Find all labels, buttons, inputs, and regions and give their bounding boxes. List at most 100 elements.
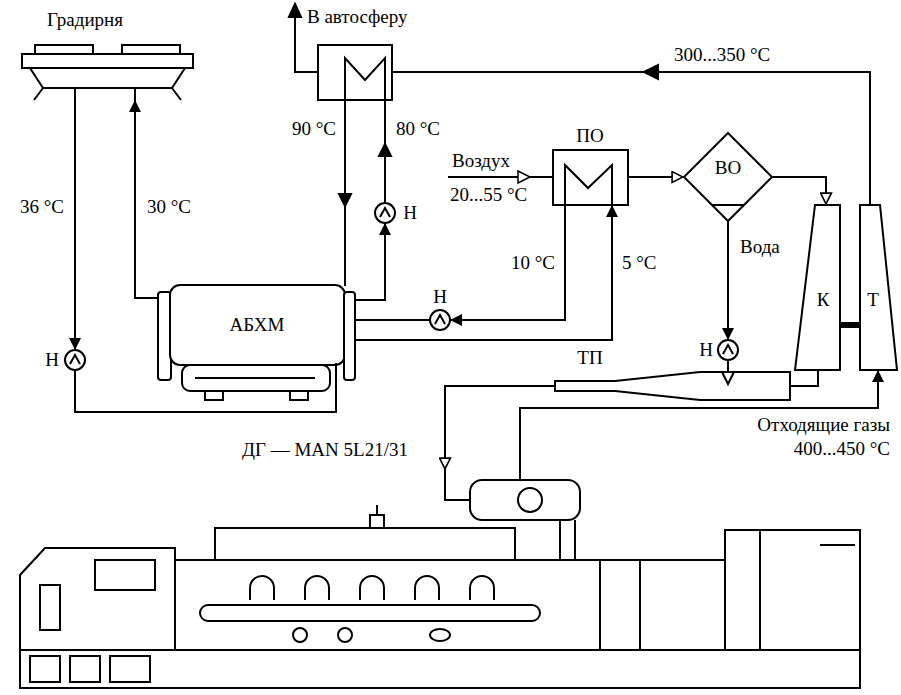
drum-line [195, 377, 315, 379]
flow-arrow [644, 65, 658, 79]
jet-mixer-drawing [555, 372, 790, 400]
pipe-connector [445, 386, 555, 470]
annotation-label: 10 °C [509, 252, 557, 274]
chiller-end-cap [344, 292, 355, 380]
chiller-shell [170, 285, 345, 365]
pipe-connector [790, 370, 818, 386]
pump-outline [65, 350, 85, 370]
mixer-body [555, 372, 790, 400]
flow-arrow [379, 144, 391, 156]
compressor-outline [795, 205, 840, 370]
pump-impeller [435, 315, 445, 324]
separator-diamond [684, 133, 772, 221]
absorption-chiller: АБХМ [158, 282, 355, 400]
turbine-exhaust-pipe [392, 72, 870, 205]
cylinder-arch [360, 576, 384, 600]
frame-detail [30, 656, 60, 682]
generator-detail [95, 560, 155, 590]
node-label: ДГ — MAN 5L21/31 [242, 439, 408, 461]
cooling-tower-outline [20, 45, 195, 100]
exhaust-pipe [519, 470, 521, 480]
cylinder-arch [415, 576, 439, 600]
chiller-drum [182, 365, 330, 391]
charge-air-pipe [200, 605, 540, 621]
node-label: Н [699, 339, 713, 361]
frame-detail [110, 656, 150, 682]
pump-drawing [718, 340, 738, 360]
flow-arrow-open [518, 171, 530, 183]
base-frame [20, 650, 860, 688]
pipe-connector [355, 223, 385, 300]
mixer-nozzle [722, 372, 734, 384]
turbine: Т [860, 205, 897, 370]
annotation-label: 400...450 °C [792, 438, 892, 460]
node-label: Н [433, 286, 447, 308]
turbo-pipes [560, 520, 575, 560]
engine-front-end [725, 530, 860, 650]
pipe-connector [355, 205, 612, 340]
node-label: К [817, 289, 830, 311]
engine-block [175, 560, 725, 650]
engine-knob-stem [376, 505, 378, 515]
pump-impeller [723, 345, 733, 354]
air-cooler-drawing [553, 150, 628, 205]
pipe-connector [840, 322, 860, 328]
pipe-connector [772, 177, 826, 205]
pump-symbol [65, 350, 85, 370]
engine-knob [370, 515, 384, 528]
pipe-connector [450, 205, 565, 320]
chiller-foot [205, 391, 223, 400]
pipework-layout [289, 4, 870, 282]
node-label: Градирня [47, 9, 123, 31]
pump: Н [65, 350, 85, 370]
diesel-generator: ДГ — MAN 5L21/31 [15, 470, 865, 690]
flow-arrow [289, 4, 301, 17]
pump-outline [375, 203, 395, 223]
front-end-detail [760, 530, 855, 650]
engine-port [338, 628, 352, 642]
turbine-drawing [860, 205, 897, 370]
exhaust-heat-exchanger [318, 45, 392, 100]
pipe-connector [727, 360, 729, 372]
node-label: АБХМ [230, 314, 285, 336]
pump-drawing [65, 350, 85, 370]
cylinder-arch [250, 576, 274, 600]
cooler-box [553, 150, 628, 205]
node-label: ПО [576, 125, 603, 147]
pump: Н [718, 340, 738, 360]
compressor: К [795, 205, 840, 370]
cooling-tower-drawing [22, 45, 193, 100]
cooling-tower: Градирня [20, 45, 195, 100]
pipe-stub [336, 282, 345, 400]
jet-mixer: ТП [555, 372, 790, 400]
pump-outline [718, 340, 738, 360]
compressor-shape [795, 205, 840, 370]
water-separator: ВО [684, 133, 772, 221]
air-cooler-outline [553, 150, 628, 205]
turbocharger-wheel [518, 488, 542, 512]
flow-arrow [339, 194, 351, 206]
annotation-label: 80 °C [394, 118, 442, 140]
node-label: ВО [715, 157, 741, 179]
cylinder-arch [470, 576, 494, 600]
water-separator-drawing [684, 133, 772, 221]
absorption-chiller-drawing [158, 282, 355, 400]
annotation-label: 5 °C [620, 252, 659, 274]
pump-impeller [70, 355, 80, 364]
air-inlet-pipe [448, 176, 553, 178]
annotation-label: 90 °C [290, 118, 338, 140]
pump-symbol [430, 310, 450, 330]
generator-detail [40, 585, 60, 630]
exchanger-coil [345, 58, 385, 100]
cooler-coil [565, 165, 612, 205]
turbine-shape [860, 205, 897, 370]
annotation-label: В автосферу [305, 6, 410, 28]
pipe-connector [74, 100, 76, 350]
annotation-label: Воздух [450, 150, 512, 172]
hot-water-pipe [344, 100, 346, 282]
pump: Н [430, 310, 450, 330]
pipe-connector [355, 319, 430, 321]
jet-mixer-outline [555, 372, 790, 400]
